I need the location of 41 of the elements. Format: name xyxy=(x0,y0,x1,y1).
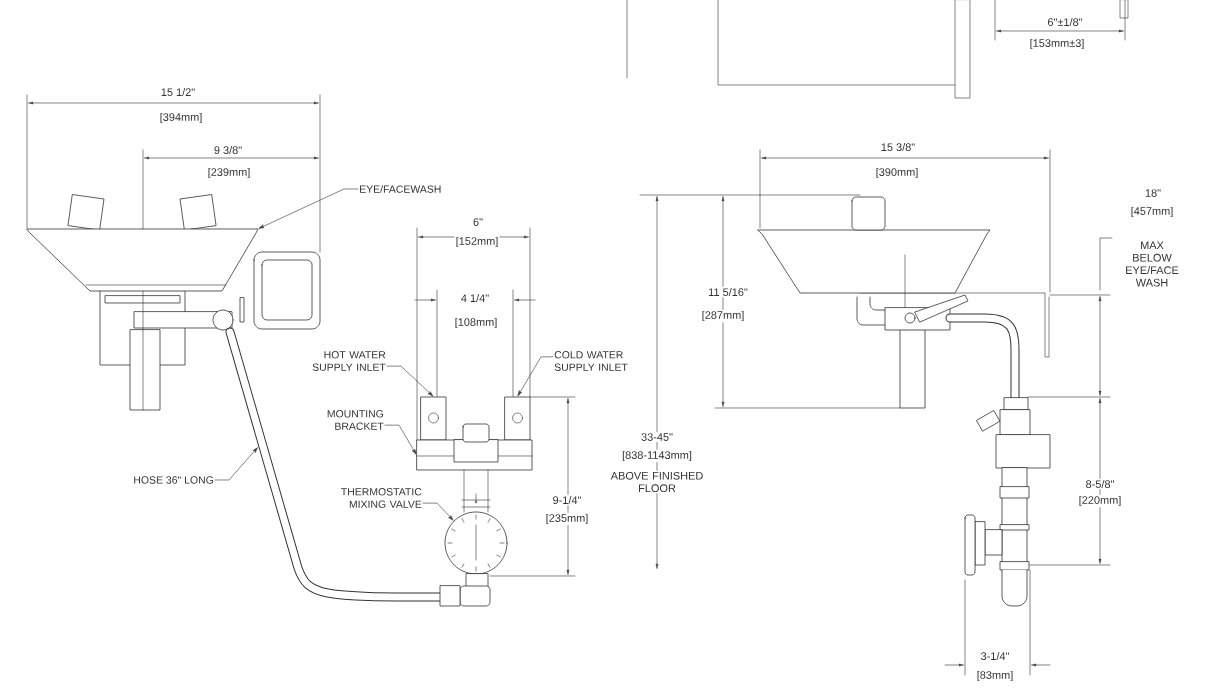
dimension-text: [457mm] xyxy=(1129,205,1175,219)
dimension-text: 15 3/8" xyxy=(879,141,917,153)
inlet-valve xyxy=(420,396,447,441)
dimension-text: ABOVE FINISHED FLOOR xyxy=(605,470,709,494)
dimension-text: 6" xyxy=(471,216,485,228)
dimension-text: 15 1/2" xyxy=(159,86,197,98)
dimension-text: [390mm] xyxy=(874,166,920,180)
leader-line xyxy=(422,502,454,521)
dimension-text: [152mm] xyxy=(454,235,500,249)
dimension-text: 6"±1/8" xyxy=(1046,16,1084,28)
dimension-text: MAX BELOW EYE/FACE WASH xyxy=(1123,240,1181,288)
leader-line xyxy=(517,356,554,396)
dimension-text: 11 5/16" xyxy=(707,286,749,298)
dimension-text: [838-1143mm] xyxy=(620,449,694,463)
leader-line xyxy=(214,447,258,481)
dimension-text: 9-1/4" xyxy=(551,494,583,506)
dimension-text: 33-45" xyxy=(639,431,675,443)
dimension-text: [108mm] xyxy=(453,316,499,330)
callout-label: HOT WATER SUPPLY INLET xyxy=(312,351,386,371)
dimension-text: [153mm±3] xyxy=(1028,37,1086,51)
callout-label: MOUNTING BRACKET xyxy=(327,410,384,430)
leader-line xyxy=(258,188,359,229)
dimension-text: [287mm] xyxy=(700,309,746,323)
dimension-text: 18" xyxy=(1143,187,1163,199)
dimension-text: [394mm] xyxy=(158,111,204,125)
leader-line xyxy=(386,365,433,397)
callout-label: HOSE 36" LONG xyxy=(134,476,213,484)
callout-label: COLD WATER SUPPLY INLET xyxy=(554,351,628,371)
dimension-text: [235mm] xyxy=(544,512,590,526)
dimension-text: [239mm] xyxy=(206,166,252,180)
leader-line xyxy=(384,424,417,455)
callout-label: THERMOSTATIC MIXING VALVE xyxy=(341,488,422,508)
dimension-text: 9 3/8" xyxy=(212,144,244,156)
dimension-text: 4 1/4" xyxy=(459,292,491,304)
dimension-text: 3-1/4" xyxy=(979,650,1011,662)
inlet-valve xyxy=(504,396,531,441)
dimension-text: 8-5/8" xyxy=(1084,478,1116,490)
temperature-gauge xyxy=(444,511,508,575)
dimension-text: [83mm] xyxy=(975,669,1015,683)
dimension-text: [220mm] xyxy=(1077,494,1123,508)
callout-label: EYE/FACEWASH xyxy=(360,185,441,193)
